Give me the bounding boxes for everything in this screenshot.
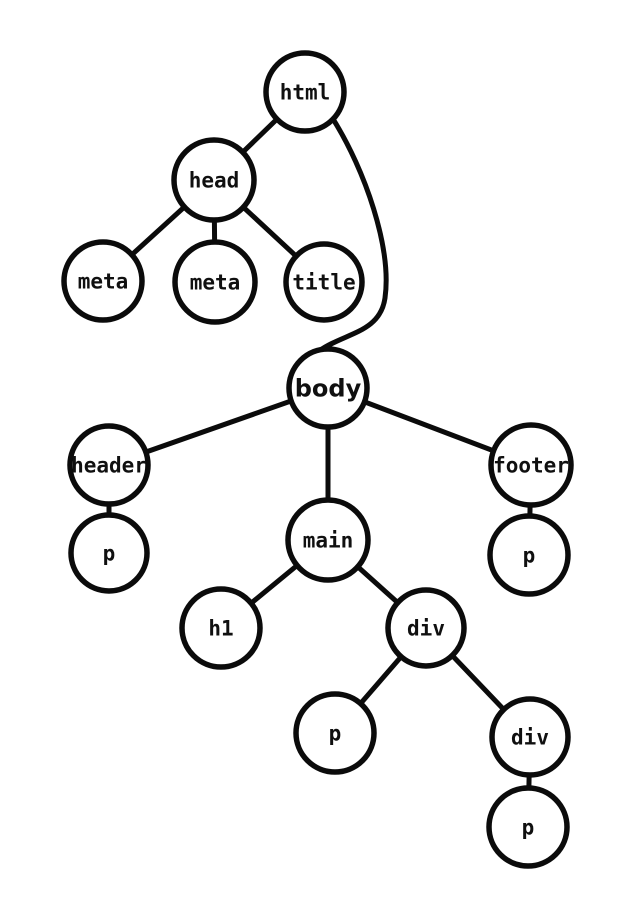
node-label-header: header [71, 453, 147, 477]
edge-html-body [316, 116, 389, 354]
node-label-h1: h1 [208, 616, 233, 640]
node-circle-p-header [68, 512, 150, 594]
node-label-p-div1: p [329, 721, 342, 745]
node-circle-p-div2 [486, 785, 570, 869]
node-circle-title [283, 241, 365, 323]
node-h1: h1 [179, 586, 263, 670]
node-circle-h1 [179, 586, 263, 670]
node-circle-p-div1 [293, 691, 377, 775]
node-circle-header [67, 423, 151, 507]
node-label-div2: div [511, 725, 549, 749]
node-label-meta2: meta [190, 270, 241, 294]
node-div2: div [489, 696, 571, 778]
node-label-body: body [295, 374, 362, 402]
node-circle-meta2 [172, 239, 258, 325]
node-footer: footer [488, 422, 574, 508]
node-meta2: meta [172, 239, 258, 325]
node-label-main: main [303, 528, 354, 552]
node-circle-p-footer [487, 513, 571, 597]
node-circle-head [171, 137, 257, 223]
node-p-div2: p [486, 785, 570, 869]
node-main: main [285, 497, 371, 583]
node-label-html: html [280, 80, 331, 104]
node-label-head: head [189, 168, 240, 192]
node-circle-div2 [489, 696, 571, 778]
node-circle-footer [488, 422, 574, 508]
node-circle-meta1 [61, 239, 145, 323]
node-p-div1: p [293, 691, 377, 775]
node-circle-main [285, 497, 371, 583]
node-head: head [171, 137, 257, 223]
node-div1: div [385, 587, 467, 669]
node-label-p-header: p [103, 541, 116, 565]
node-title: title [283, 241, 365, 323]
node-meta1: meta [61, 239, 145, 323]
node-circle-body [286, 346, 370, 430]
node-label-p-footer: p [523, 543, 536, 567]
node-label-p-div2: p [522, 815, 535, 839]
node-p-header: p [68, 512, 150, 594]
node-label-footer: footer [493, 453, 569, 477]
node-label-meta1: meta [78, 269, 129, 293]
node-label-title: title [292, 270, 355, 294]
node-html: html [263, 50, 347, 134]
node-header: header [67, 423, 151, 507]
node-circle-html [263, 50, 347, 134]
node-p-footer: p [487, 513, 571, 597]
node-body: body [286, 346, 370, 430]
node-label-div1: div [407, 616, 445, 640]
node-circle-div1 [385, 587, 467, 669]
